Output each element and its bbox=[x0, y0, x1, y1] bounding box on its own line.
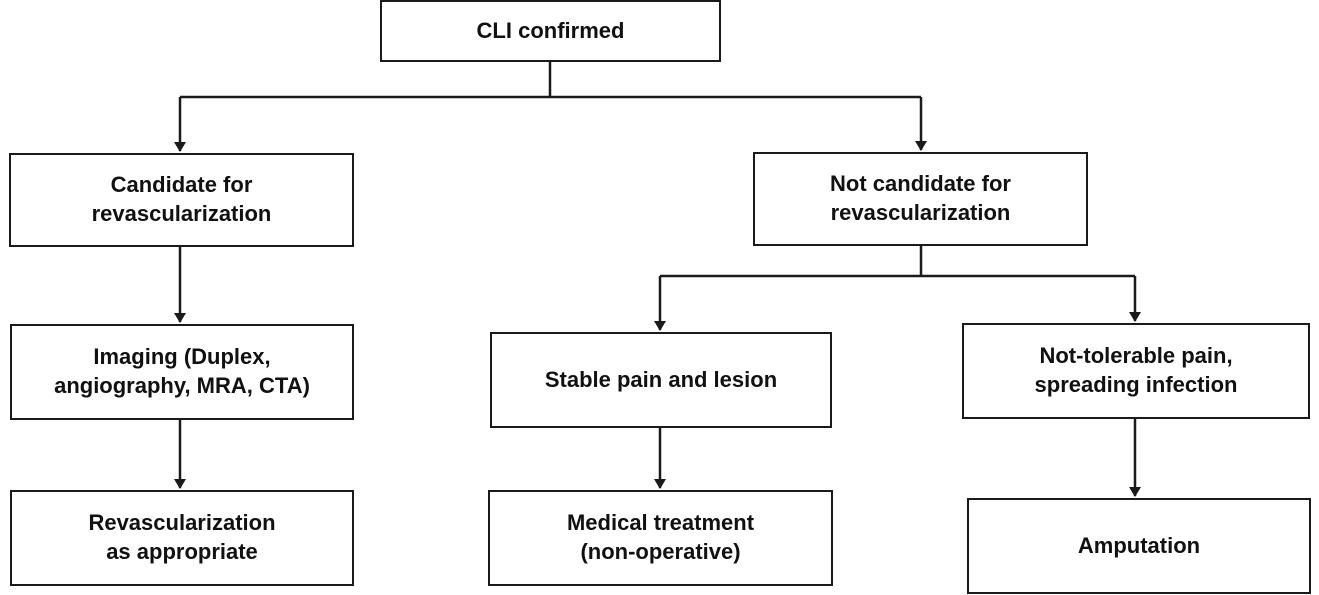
node-imaging: Imaging (Duplex, angiography, MRA, CTA) bbox=[10, 324, 354, 420]
node-label-line: Not-tolerable pain, bbox=[1039, 343, 1233, 369]
node-label-line: Not candidate for bbox=[830, 171, 1011, 197]
node-label-line: Candidate for bbox=[110, 172, 253, 198]
node-label-line: revascularization bbox=[830, 200, 1011, 225]
node-label-line: spreading infection bbox=[1034, 372, 1238, 397]
node-label-line: Amputation bbox=[1077, 532, 1201, 558]
node-candidate-for-revascularization: Candidate for revascularization bbox=[9, 153, 354, 247]
node-label-line: as appropriate bbox=[106, 539, 258, 564]
node-amputation: Amputation bbox=[967, 498, 1311, 594]
node-not-tolerable-pain: Not-tolerable pain, spreading infection bbox=[962, 323, 1310, 419]
node-medical-treatment: Medical treatment (non-operative) bbox=[488, 490, 833, 586]
node-label-line: revascularization bbox=[91, 201, 272, 226]
node-label-line: (non-operative) bbox=[580, 539, 741, 564]
node-stable-pain-and-lesion: Stable pain and lesion bbox=[490, 332, 832, 428]
node-revascularization-as-appropriate: Revascularization as appropriate bbox=[10, 490, 354, 586]
node-label-line: angiography, MRA, CTA) bbox=[54, 373, 310, 398]
node-label-line: Revascularization bbox=[88, 510, 276, 536]
node-not-candidate-for-revascularization: Not candidate for revascularization bbox=[753, 152, 1088, 246]
node-label-line: Imaging (Duplex, bbox=[93, 344, 271, 370]
node-cli-confirmed: CLI confirmed bbox=[380, 0, 721, 62]
node-label-line: Stable pain and lesion bbox=[544, 366, 778, 392]
node-label-line: Medical treatment bbox=[566, 510, 755, 536]
node-label-line: CLI confirmed bbox=[476, 17, 625, 43]
